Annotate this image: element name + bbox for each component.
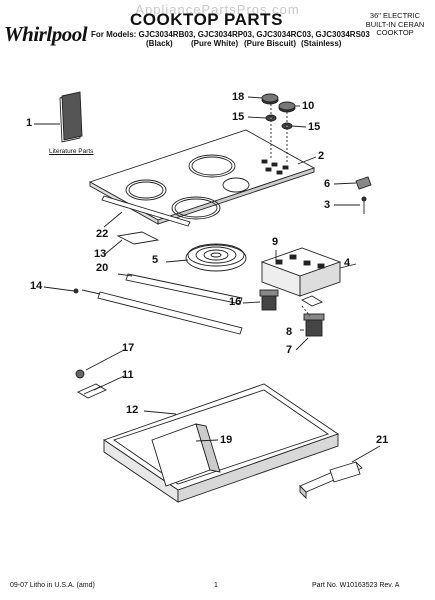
callout-5: 5 xyxy=(152,254,159,266)
callout-10: 10 xyxy=(302,100,315,112)
product-desc-line: 36" ELECTRIC xyxy=(369,11,421,20)
radiant-element xyxy=(165,243,247,272)
callout-22: 22 xyxy=(96,228,109,240)
finish-pure-white: (Pure White) xyxy=(191,39,239,48)
control-box xyxy=(260,247,357,297)
finish-black: (Black) xyxy=(146,39,173,48)
product-description: 36" ELECTRIC BUILT-IN CERAN COOKTOP xyxy=(358,11,432,38)
front-trim xyxy=(101,195,191,228)
literature-booklet xyxy=(34,91,83,143)
callout-19: 19 xyxy=(220,434,233,446)
product-desc-line: COOKTOP xyxy=(376,28,414,37)
callout-20: 20 xyxy=(96,262,109,274)
control-knobs xyxy=(247,93,307,164)
callout-14: 14 xyxy=(30,280,43,292)
product-desc-line: BUILT-IN CERAN xyxy=(365,19,425,29)
callout-3: 3 xyxy=(324,199,331,211)
brand-logo: Whirlpool xyxy=(4,22,88,46)
callout-1: 1 xyxy=(26,117,33,129)
models-line: For Models: GJC3034RB03, GJC3034RP03, GJ… xyxy=(91,30,370,39)
bracket-13 xyxy=(103,231,160,256)
literature-parts-label: Literature Parts xyxy=(49,148,94,155)
callout-18: 18 xyxy=(232,91,245,103)
watermark: AppliancePartsPros.com xyxy=(135,2,300,17)
support-bracket xyxy=(299,445,381,500)
callout-12: 12 xyxy=(126,404,139,416)
callout-13: 13 xyxy=(94,248,107,260)
callout-21: 21 xyxy=(376,434,389,446)
mounting-rails xyxy=(43,273,243,335)
callout-16: 16 xyxy=(229,296,242,308)
callout-7: 7 xyxy=(286,344,293,356)
callout-9: 9 xyxy=(272,236,279,248)
switches xyxy=(242,289,325,351)
callout-8: 8 xyxy=(286,326,293,338)
callout-11: 11 xyxy=(122,369,134,381)
callout-17: 17 xyxy=(122,342,135,354)
finish-pure-biscuit: (Pure Biscuit) xyxy=(244,39,297,48)
callout-15: 15 xyxy=(232,111,245,123)
footer-part-number: Part No. W10163523 Rev. A xyxy=(312,582,400,589)
clip-and-screw xyxy=(333,176,372,214)
page-title: COOKTOP PARTS xyxy=(130,10,283,29)
callout-4: 4 xyxy=(344,257,351,269)
heat-shield xyxy=(151,423,221,487)
footer-page-number: 1 xyxy=(214,582,218,589)
callout-15b: 15 xyxy=(308,121,321,133)
callout-2: 2 xyxy=(318,150,325,162)
terminal-block xyxy=(75,349,125,399)
finish-stainless: (Stainless) xyxy=(301,39,342,48)
footer-print-info: 09-07 Litho in U.S.A. (amd) xyxy=(10,582,95,589)
cooktop-glass xyxy=(88,129,317,225)
callout-6: 6 xyxy=(324,178,331,190)
